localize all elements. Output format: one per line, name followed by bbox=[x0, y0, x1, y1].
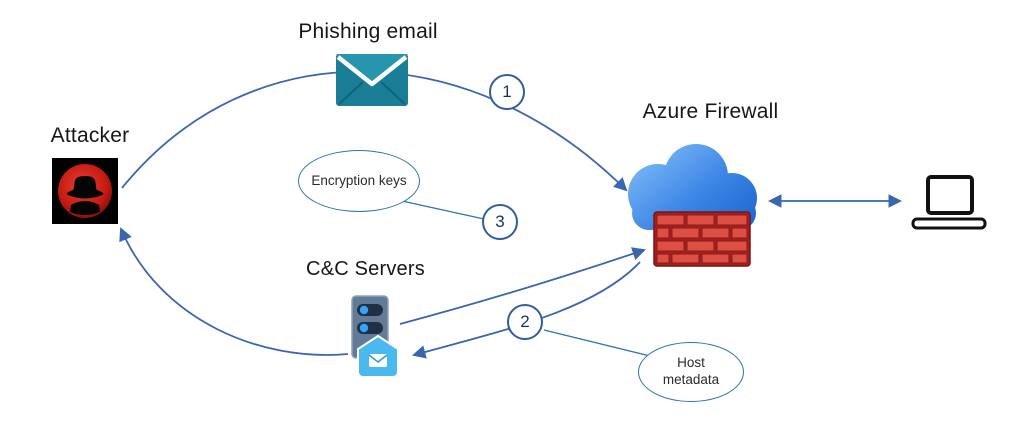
step-badge-1-number: 1 bbox=[502, 82, 512, 101]
laptop-icon bbox=[911, 175, 987, 230]
step-badge-2-number: 2 bbox=[520, 312, 530, 331]
arrow-firewall-to-cnc bbox=[412, 261, 641, 359]
label-attacker: Attacker bbox=[50, 124, 130, 147]
attacker-hat-silhouette bbox=[66, 176, 104, 199]
step-badge-3: 3 bbox=[482, 204, 518, 240]
envelope-flap bbox=[336, 54, 408, 84]
callout-host-metadata: Host metadata bbox=[638, 342, 744, 402]
laptop-screen bbox=[926, 175, 974, 215]
label-phishing-email: Phishing email bbox=[298, 20, 438, 43]
step-badge-1: 1 bbox=[489, 74, 525, 110]
azure-firewall-icon bbox=[628, 144, 757, 267]
attacker-icon bbox=[52, 158, 118, 224]
callout-tail-host-metadata bbox=[543, 329, 651, 357]
step-badge-2: 2 bbox=[507, 304, 543, 340]
envelope-flap-edge bbox=[336, 55, 408, 87]
laptop-base bbox=[911, 217, 987, 230]
callout-tail-encryption-keys bbox=[401, 200, 485, 220]
server-mail-overlay bbox=[357, 334, 399, 378]
arrow-cnc-to-firewall bbox=[399, 247, 646, 325]
cnc-server-icon bbox=[351, 295, 399, 378]
arrow-cnc-to-attacker bbox=[119, 227, 349, 356]
firewall-brick-wall bbox=[653, 211, 751, 267]
step-badge-3-number: 3 bbox=[495, 212, 505, 231]
callout-encryption-keys: Encryption keys bbox=[298, 150, 420, 212]
label-azure-firewall: Azure Firewall bbox=[642, 100, 779, 123]
envelope-fold-lines bbox=[338, 81, 406, 105]
attacker-shoulders-silhouette bbox=[70, 201, 100, 215]
server-drive-slots bbox=[357, 304, 383, 334]
label-cnc-servers: C&C Servers bbox=[306, 258, 425, 280]
phishing-email-icon bbox=[336, 54, 408, 106]
